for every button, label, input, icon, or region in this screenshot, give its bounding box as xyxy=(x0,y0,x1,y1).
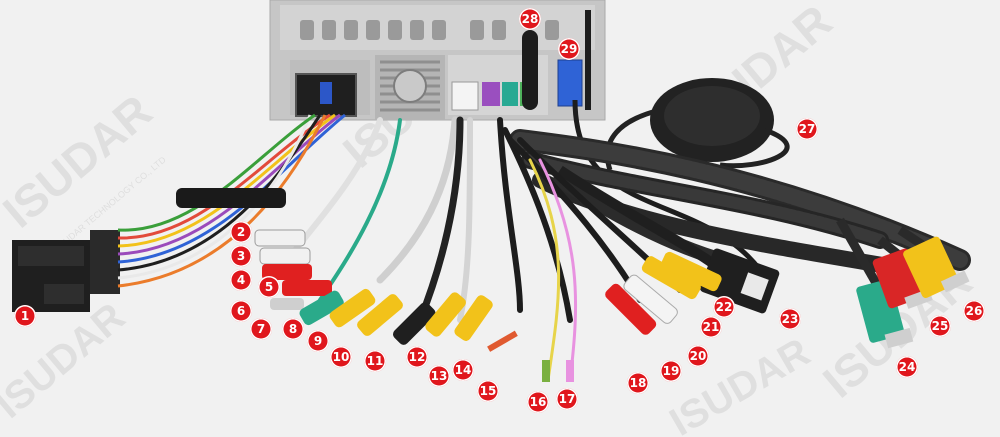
aux-socket-white xyxy=(451,81,479,111)
callout-badge: 24 xyxy=(896,356,918,378)
callout-badge: 5 xyxy=(258,276,280,298)
callout-badge: 8 xyxy=(282,318,304,340)
aux-socket-teal xyxy=(502,82,518,106)
callout-badge: 1 xyxy=(14,305,36,327)
wifi-antenna xyxy=(522,30,538,110)
callout-badge: 4 xyxy=(230,269,252,291)
aux-socket-purple xyxy=(482,82,500,106)
callout-badge: 28 xyxy=(519,8,541,30)
callout-badge: 25 xyxy=(929,315,951,337)
callout-badge: 16 xyxy=(527,391,549,413)
callout-badge: 19 xyxy=(660,360,682,382)
fuse-holder xyxy=(176,188,286,208)
callout-badge: 2 xyxy=(230,221,252,243)
pin-connector-16 xyxy=(542,360,550,382)
callout-badge: 17 xyxy=(556,388,578,410)
callout-badge: 27 xyxy=(796,118,818,140)
rca-plugs-left xyxy=(254,229,493,345)
callout-badge: 22 xyxy=(713,296,735,318)
callout-badge: 18 xyxy=(627,372,649,394)
pin-connector-15 xyxy=(487,330,518,352)
callout-badge: 23 xyxy=(779,308,801,330)
gps-antenna xyxy=(604,78,790,171)
callout-badge: 12 xyxy=(406,346,428,368)
callout-badge: 9 xyxy=(307,330,329,352)
usb-connector-yellow xyxy=(897,226,970,299)
iso-connector xyxy=(12,230,120,312)
callout-badge: 6 xyxy=(230,300,252,322)
callout-badge: 21 xyxy=(700,316,722,338)
callout-badge: 3 xyxy=(230,245,252,267)
callout-badge: 20 xyxy=(687,345,709,367)
callout-badge: 15 xyxy=(477,380,499,402)
callout-badge: 7 xyxy=(250,318,272,340)
rca-plugs-right xyxy=(605,251,722,335)
pin-connector-17 xyxy=(566,360,574,382)
callout-badge: 14 xyxy=(452,359,474,381)
callout-badge: 26 xyxy=(963,300,985,322)
callout-badge: 29 xyxy=(558,38,580,60)
callout-badge: 10 xyxy=(330,346,352,368)
gps-socket-blue xyxy=(557,59,583,107)
callout-badge: 13 xyxy=(428,365,450,387)
callout-badge: 11 xyxy=(364,350,386,372)
